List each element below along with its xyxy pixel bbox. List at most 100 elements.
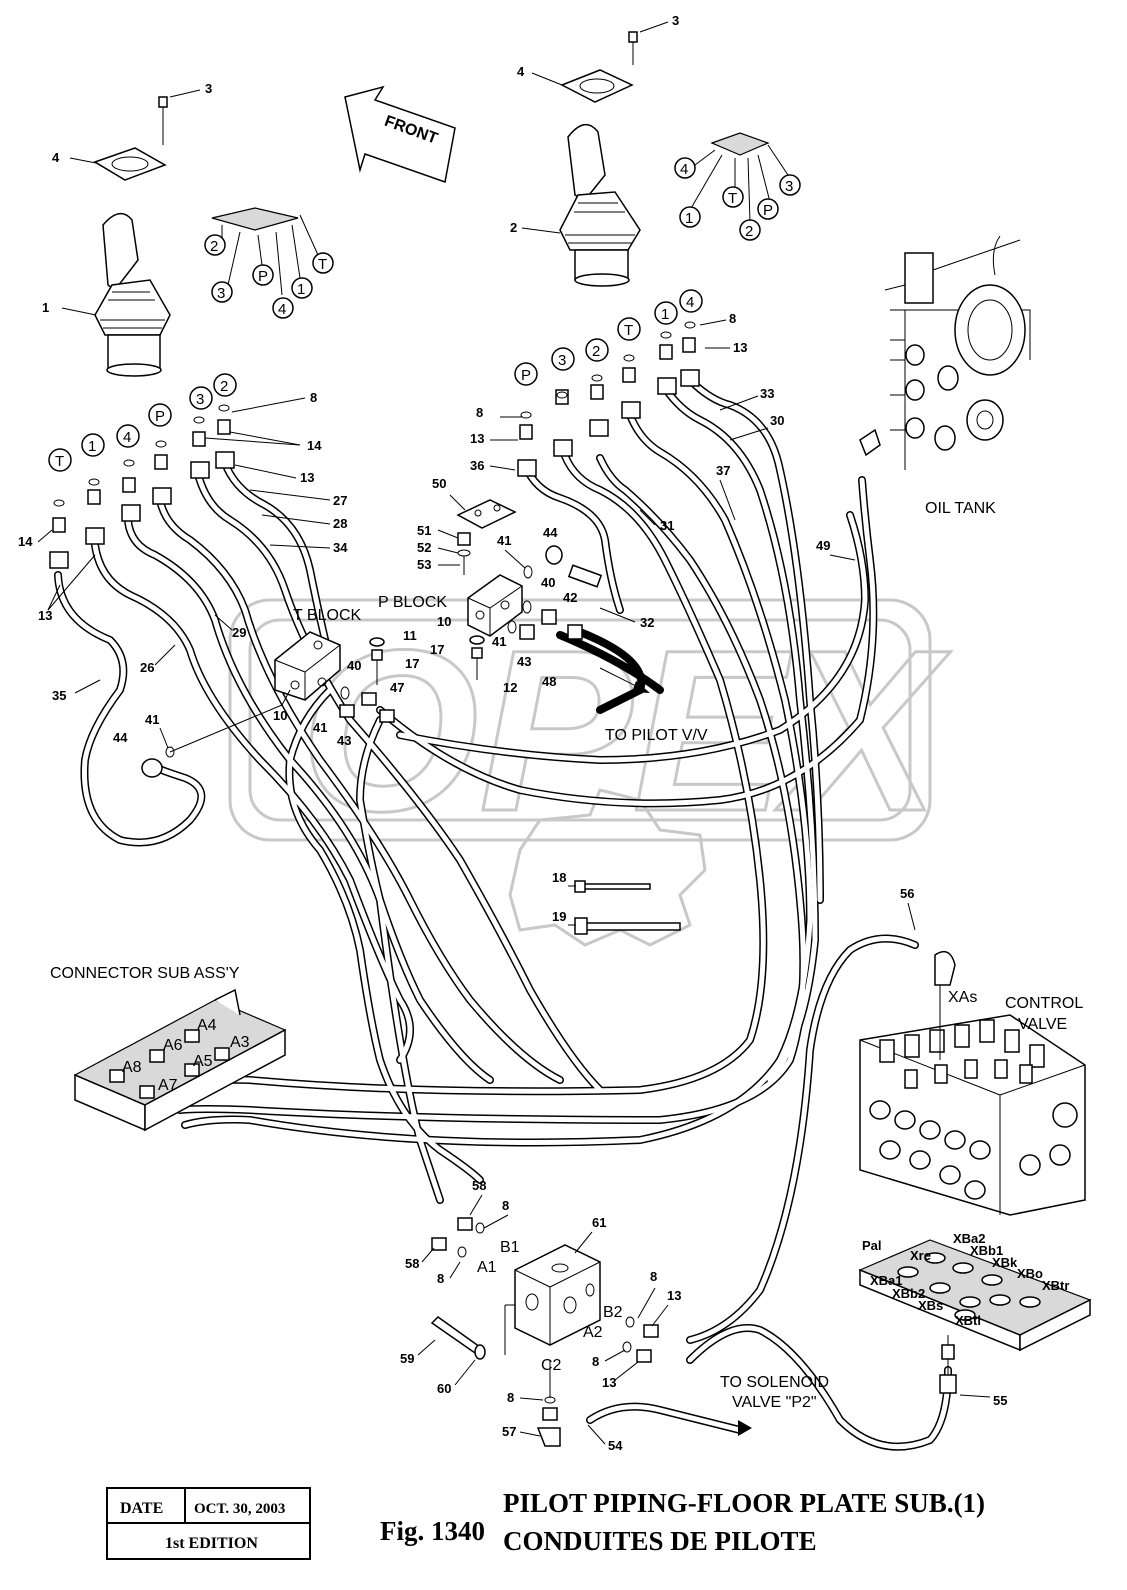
row-label: 2 xyxy=(592,343,600,360)
part-number: 53 xyxy=(417,557,431,572)
control-valve: XAs CONTROL VALVE xyxy=(859,950,1086,1216)
part-number: 56 xyxy=(900,886,914,901)
row-label: P xyxy=(521,367,531,384)
part-number: 8 xyxy=(310,390,317,405)
fittings-right-row xyxy=(517,321,700,477)
part-number: 13 xyxy=(667,1288,681,1303)
port-label: A7 xyxy=(158,1077,178,1094)
right-joystick: 2 3 4 xyxy=(510,13,791,287)
control-valve-label-2: VALVE xyxy=(1018,1016,1067,1033)
valve-port-label: XBtl xyxy=(955,1313,981,1328)
part-number: 8 xyxy=(502,1198,509,1213)
valve-port-label: XBa2 xyxy=(953,1231,986,1246)
port-label: A6 xyxy=(163,1037,183,1054)
valve-port-label: Xre xyxy=(910,1248,931,1263)
part-number: 50 xyxy=(432,476,446,491)
row-label: 4 xyxy=(686,294,694,311)
part-number: 10 xyxy=(273,708,287,723)
part-number: 41 xyxy=(145,712,159,727)
t-block-label: T BLOCK xyxy=(293,607,362,624)
part-number: 13 xyxy=(470,431,484,446)
p-block-label: P BLOCK xyxy=(378,594,447,611)
part-number: 11 xyxy=(403,628,417,643)
part-number: 19 xyxy=(552,909,566,924)
valve-port-label: XBtr xyxy=(1042,1278,1069,1293)
pin-label: 3 xyxy=(785,178,793,195)
row-label: 4 xyxy=(123,429,131,446)
part-1: 1 xyxy=(42,300,49,315)
part-number: 61 xyxy=(592,1215,606,1230)
row-label: T xyxy=(55,453,64,470)
part-number: 34 xyxy=(333,540,348,555)
oil-tank: OIL TANK xyxy=(859,235,1031,517)
part-number: 8 xyxy=(476,405,483,420)
part-number: 40 xyxy=(347,658,361,673)
left-joystick-pins: 2 3 P 4 1 T xyxy=(204,234,334,319)
port-label: A8 xyxy=(122,1059,142,1076)
part-number: 57 xyxy=(502,1424,516,1439)
pin-label: 2 xyxy=(210,238,218,255)
valve-port-plate: Pal XBa2 Xre XBb1 XBk XBa1 XBo XBtr XBb2… xyxy=(858,1231,1092,1398)
part-number: 26 xyxy=(140,660,154,675)
cable-ties xyxy=(568,880,681,935)
valve-port-label: XBb1 xyxy=(970,1243,1003,1258)
block-port-label: B2 xyxy=(603,1304,623,1321)
fittings-left-row xyxy=(49,404,235,569)
block-61: B1 A1 B2 A2 C2 xyxy=(430,1217,659,1447)
pin-label: 4 xyxy=(278,301,286,318)
part-number: 41 xyxy=(492,634,506,649)
part-number: 14 xyxy=(18,534,33,549)
oil-tank-label: OIL TANK xyxy=(925,500,996,517)
title-block: DATE OCT. 30, 2003 1st EDITION Fig. 1340… xyxy=(106,1487,985,1560)
valve-port-label: XBs xyxy=(918,1298,943,1313)
part-number: 33 xyxy=(760,386,774,401)
part-number: 8 xyxy=(507,1390,514,1405)
left-row-callouts: T 1 4 P 3 2 xyxy=(48,373,237,472)
part-number: 44 xyxy=(543,525,558,540)
valve-port-label: Pal xyxy=(862,1238,882,1253)
block-port-label: B1 xyxy=(500,1239,520,1256)
part-number: 31 xyxy=(660,518,674,533)
edition: 1st EDITION xyxy=(165,1535,258,1552)
valve-port-label: XBb2 xyxy=(892,1286,925,1301)
xas-label: XAs xyxy=(948,989,977,1006)
valve-port-label: XBk xyxy=(992,1255,1018,1270)
row-label: 1 xyxy=(661,306,669,323)
row-label: 1 xyxy=(88,438,96,455)
fig-number: Fig. 1340 xyxy=(380,1516,485,1546)
part-number: 52 xyxy=(417,540,431,555)
part-number: 18 xyxy=(552,870,566,885)
part-2: 2 xyxy=(510,220,517,235)
hoses-lower xyxy=(586,934,952,1451)
to-solenoid-label-2: VALVE "P2" xyxy=(732,1394,817,1411)
pin-label: P xyxy=(763,202,773,219)
part-number: 35 xyxy=(52,688,66,703)
part-number: 40 xyxy=(541,575,555,590)
part-number: 17 xyxy=(430,642,444,657)
pin-label: 1 xyxy=(297,281,305,298)
p-block: P BLOCK xyxy=(378,499,523,637)
part-number: 13 xyxy=(300,470,314,485)
part-number: 42 xyxy=(563,590,577,605)
leader-lines xyxy=(37,319,916,1445)
right-row-callouts: P 3 2 T 1 4 xyxy=(514,289,703,386)
part-number: 13 xyxy=(733,340,747,355)
part-number: 54 xyxy=(608,1438,623,1453)
connector-sub-assy-label: CONNECTOR SUB ASS'Y xyxy=(50,965,240,982)
row-label: 2 xyxy=(220,378,228,395)
part-number: 14 xyxy=(307,438,322,453)
pin-label: 1 xyxy=(685,210,693,227)
to-pilot-label: TO PILOT V/V xyxy=(605,727,708,744)
part-number: 10 xyxy=(437,614,451,629)
part-3-right: 3 xyxy=(672,13,679,28)
part-number: 8 xyxy=(437,1271,444,1286)
hoses-upper-inner xyxy=(55,377,876,1203)
row-label: T xyxy=(624,322,633,339)
fasteners xyxy=(141,545,603,778)
part-number: 30 xyxy=(770,413,784,428)
part-number-labels: 8 14 13 27 28 34 14 13 29 26 35 41 44 10… xyxy=(18,311,1007,1453)
title-fr: CONDUITES DE PILOTE xyxy=(503,1526,817,1556)
part-number: 49 xyxy=(816,538,830,553)
part-number: 29 xyxy=(232,625,246,640)
part-number: 37 xyxy=(716,463,730,478)
